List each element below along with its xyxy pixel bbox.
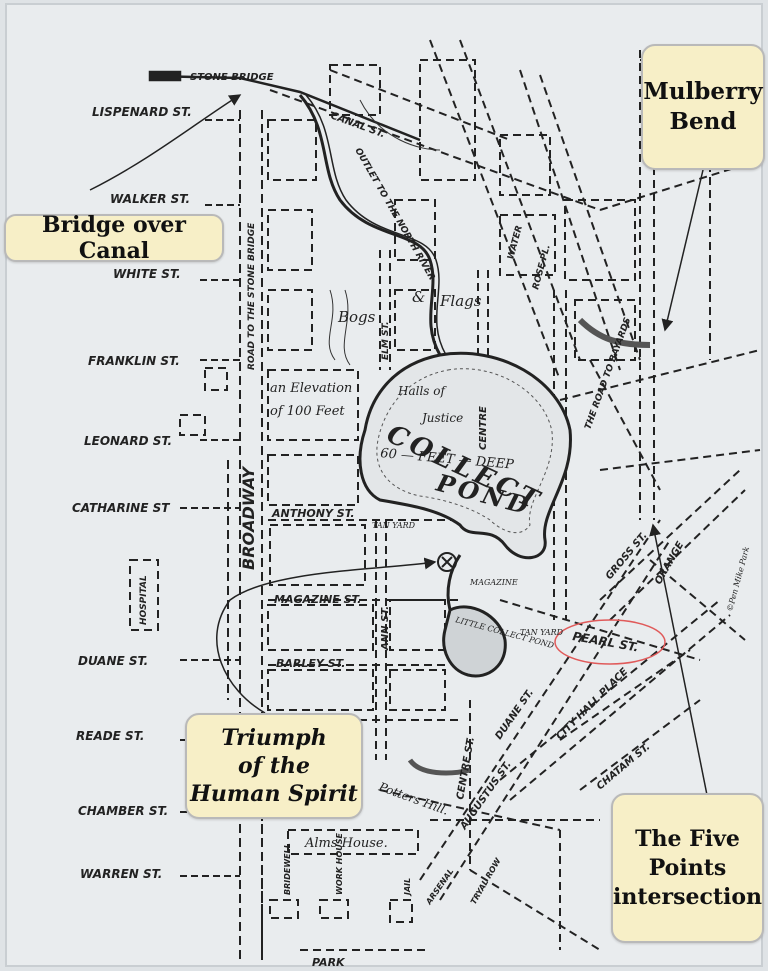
callout-bridge-text: Bridge over Canal [41,212,186,264]
ann-street-label: ANN ST. [380,606,391,651]
x-marker-icon [437,552,457,572]
callout-five-line-1: The Five [635,825,740,852]
street-lispenard: LISPENARD ST. [92,105,192,119]
bogs-label: Bogs [337,308,376,326]
halls-justice-line-1: Halls of [397,384,447,398]
callout-mulberry-bend: Mulberry Bend [641,44,765,170]
street-franklin: FRANKLIN ST. [88,354,180,368]
callout-mulberry-line-1: Mulberry [643,78,763,105]
callout-five-line-2: Points [648,854,727,881]
bridewell-label: BRIDEWELL [283,843,292,895]
street-duane-west: DUANE ST. [78,654,148,668]
callout-five-line-3: intersection [612,883,763,910]
and-label: & [412,288,425,306]
street-barley: BARLEY ST. [276,657,345,670]
street-reade: READE ST. [76,729,144,743]
jail-label: JAIL [403,878,412,897]
callout-triumph-line-1: Triumph [221,725,327,751]
street-magazine: MAGAZINE ST. [274,593,361,606]
street-white: WHITE ST. [113,267,181,281]
road-stone-bridge-label: ROAD TO THE STONE BRIDGE [247,222,257,370]
tan-yard-1-label: TAN YARD [372,521,416,530]
flags-label: Flags [439,292,482,310]
street-leonard: LEONARD ST. [84,434,172,448]
street-warren: WARREN ST. [80,867,162,881]
callout-mulberry-line-2: Bend [669,108,737,135]
elm-street-label: ELM ST. [381,322,391,360]
street-catharine: CATHARINE ST [72,501,170,515]
street-anthony: ANTHONY ST. [271,507,355,520]
callout-triumph-line-2: of the [238,753,310,779]
tan-yard-2-label: TAN YARD [520,628,564,637]
broadway-label: BROADWAY [239,466,258,570]
work-house-label: WORK HOUSE [335,832,344,895]
centre-north-label: CENTRE [478,406,489,450]
park-label: PARK [312,956,346,969]
callout-bridge-over-canal: Bridge over Canal [4,212,224,264]
hospital-label: HOSPITAL [139,575,149,625]
street-chamber: CHAMBER ST. [78,804,168,818]
stone-bridge-label: STONE BRIDGE [190,72,274,83]
halls-justice-line-2: Justice [419,411,463,425]
alms-house-label: Alms House. [304,836,388,851]
elevation-line-2: of 100 Feet [270,404,345,419]
magazine-building-label: MAGAZINE [469,578,518,587]
callout-triumph-line-3: Human Spirit [190,781,358,807]
street-walker: WALKER ST. [110,192,190,206]
callout-triumph: Triumph of the Human Spirit [185,713,363,819]
callout-five-points: The Five Points intersection [611,793,764,943]
elevation-line-1: an Elevation [270,381,352,396]
